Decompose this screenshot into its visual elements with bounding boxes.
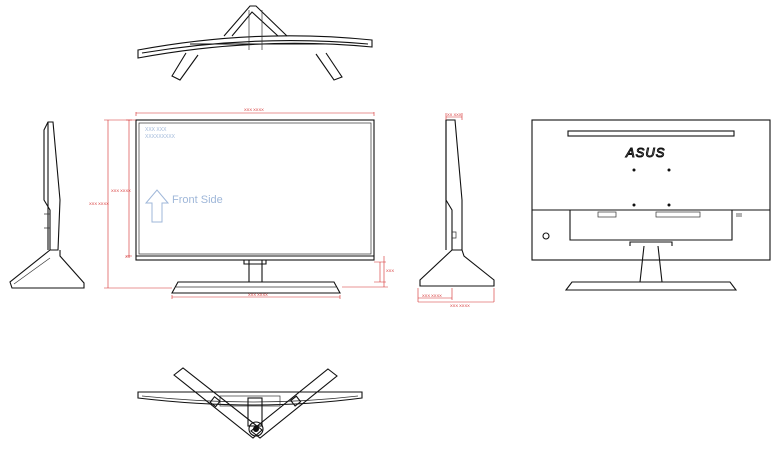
dim-side-depth-top: XX XXX [447,112,462,117]
top-view [137,5,373,81]
front-spec-line2: XXXXXXXXX [145,134,176,140]
bottom-view [137,367,363,439]
dim-side-base-depth: XXX XXXX [422,293,442,298]
dim-front-total-height: XXX XXXX [89,201,109,206]
dim-front-width: XXX XXXX [244,107,264,112]
dim-front-height: XXX XXXX [111,188,131,193]
asus-logo: ASUS [625,145,665,160]
right-side-view: XX XXX XXX XXXX XXX XXXX [417,112,495,308]
front-view: XXX XXX XXXXXXXXX Front Side XXX XXXX XX… [89,107,394,299]
front-spec-line1: XXX XXX [145,127,167,133]
dim-side-total-depth: XXX XXXX [450,303,470,308]
dim-front-bottom-gap: XX [125,254,131,259]
left-side-view [9,121,85,289]
front-side-watermark: Front Side [172,194,223,206]
rear-view: ASUS [531,119,771,291]
arrow-up-icon [144,189,170,223]
dim-front-stand-height: XXX [386,268,394,273]
dim-front-base-width: XXX XXXX [248,292,268,297]
